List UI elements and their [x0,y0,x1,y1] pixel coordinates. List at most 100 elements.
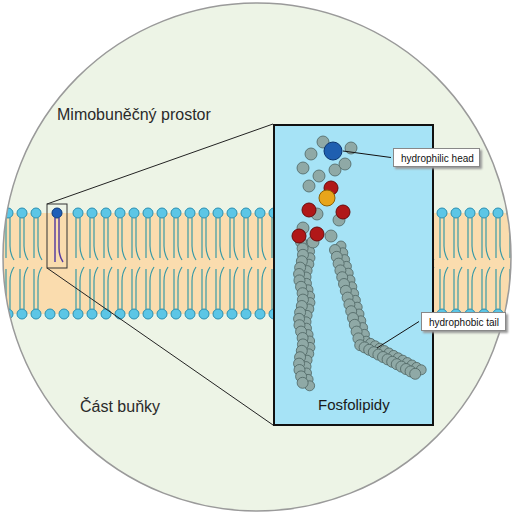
zoom-line [47,268,273,425]
lipid-head [199,208,209,218]
callout-box: hydrophilic head [393,148,480,167]
atom [297,377,308,388]
lipid-tail [6,218,14,260]
lipid-tail [104,267,112,309]
lipid-tail [188,267,196,309]
lipid-tail [482,267,490,309]
callout-box: hydrophobic tail [421,312,506,331]
callout-label: hydrophobic tail [429,317,498,328]
lipid-head [171,309,181,319]
lipid-head [17,208,27,218]
highlighted-tails [55,218,63,262]
lipid-tail [132,218,140,260]
lipid-tail [216,267,224,309]
lipid-tail [188,218,196,260]
atom [303,180,315,192]
lipid-tail [258,218,266,260]
lipid-head [129,208,139,218]
lipid-tail [258,267,266,309]
lipid-head [17,309,27,319]
atom [339,158,351,170]
lipid-tail [468,267,476,309]
lipid-head [479,208,489,218]
lipid-head [185,309,195,319]
lipid-tail [496,267,504,309]
nitrogen-atom [324,142,342,160]
lipid-head [255,309,265,319]
atom [313,170,325,182]
atom [325,230,337,242]
lipid-tail [202,267,210,309]
atom [305,148,317,160]
lipid-head [73,208,83,218]
lipid-head [31,309,41,319]
lipid-tail [174,218,182,260]
lipid-tail [146,267,154,309]
oxygen-atom [292,229,306,243]
lipid-head [143,208,153,218]
lipid-tail [104,218,112,260]
lipid-rows [3,208,514,319]
lipid-head [241,208,251,218]
lipid-tail [440,218,448,260]
lipid-tail [174,267,182,309]
phospholipid-model [273,124,434,426]
lipid-head [227,309,237,319]
lipid-tail [216,218,224,260]
lipid-head [157,208,167,218]
lipid-head [87,208,97,218]
zoom-line [47,124,273,204]
lipid-tail [482,218,490,260]
lipid-head [129,309,139,319]
lipid-head [115,309,125,319]
lipid-tail [244,218,252,260]
lipid-tail [34,218,42,260]
highlighted-head [52,208,62,218]
lipid-tail [230,267,238,309]
lipid-tail [118,218,126,260]
lipid-head [213,309,223,319]
lipid-head [101,208,111,218]
lipid-head [157,309,167,319]
leader-line [343,151,391,158]
membrane-core [0,213,514,314]
lipid-head [143,309,153,319]
lipid-head [87,309,97,319]
lipid-head [171,208,181,218]
oxygen-atom [336,205,350,219]
lipid-tail [76,267,84,309]
lipid-head [213,208,223,218]
lipid-tail [496,218,504,260]
lipid-tail [146,218,154,260]
lipid-head [45,309,55,319]
lipid-tail [230,218,238,260]
zoom-box: Fosfolipidy [273,124,434,426]
zoom-frame [47,204,67,268]
oxygen-atom [310,227,324,241]
oxygen-atom [302,203,316,217]
lipid-tail [90,218,98,260]
lipid-head [115,208,125,218]
lipid-head [437,208,447,218]
lipid-head [59,309,69,319]
lipid-head [465,208,475,218]
atom [410,368,421,379]
lipid-tail [20,267,28,309]
lipid-head [101,309,111,319]
lipid-head [73,309,83,319]
lipid-tail [468,218,476,260]
callout-label: hydrophilic head [401,153,472,164]
phosphorus-atom [319,190,335,206]
lipid-head [199,309,209,319]
lipid-head [451,208,461,218]
lipid-head [31,208,41,218]
lipid-head [241,309,251,319]
lipid-head [185,208,195,218]
lipid-tail [20,218,28,260]
leader-line [377,322,419,349]
atom [297,162,309,174]
region-label: Část buňky [80,398,160,416]
lipid-tail [454,267,462,309]
